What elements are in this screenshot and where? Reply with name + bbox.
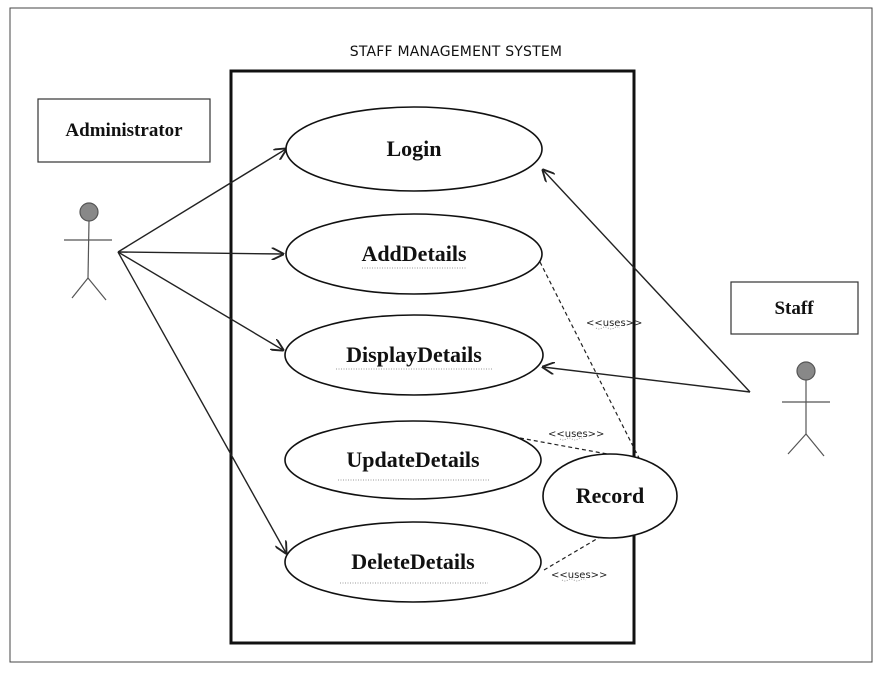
administrator-label-box: [37, 98, 211, 163]
staff-actor-icon: [782, 361, 830, 457]
use-case-record-label: Record: [576, 483, 644, 508]
admin-to-adddetails-arrow: [117, 252, 283, 254]
use-case-login-label: Login: [386, 136, 441, 161]
system-title: STAFF MANAGEMENT SYSTEM: [350, 44, 562, 60]
system-boundary: [229, 69, 636, 645]
use-case-login: Login: [285, 106, 543, 192]
administrator-label: Administrator: [65, 120, 183, 141]
use-case-update-details-label: UpdateDetails: [346, 447, 480, 472]
staff-label-box: [730, 281, 859, 335]
staff-to-login-arrow: [543, 170, 751, 393]
staff-label: Staff: [774, 298, 814, 319]
use-case-display-details: DisplayDetails: [284, 314, 544, 396]
use-case-update-details: UpdateDetails: [284, 420, 542, 500]
uses-label-delete: <<uses>>: [551, 570, 607, 581]
outer-frame: [9, 7, 873, 663]
uses-label-add: <<uses>>: [586, 318, 642, 329]
adddetails-record-dashed: [539, 261, 641, 461]
admin-to-displaydetails-arrow: [117, 251, 283, 350]
deletedetails-record-dashed: [543, 536, 601, 571]
use-case-display-details-label: DisplayDetails: [346, 342, 482, 367]
use-case-delete-details: DeleteDetails: [284, 521, 542, 603]
admin-to-deletedetails-arrow: [117, 251, 286, 553]
use-case-delete-details-label: DeleteDetails: [351, 549, 475, 574]
use-case-record: Record: [542, 453, 678, 539]
use-case-add-details: AddDetails: [285, 213, 543, 295]
admin-to-login-arrow: [117, 149, 286, 253]
use-case-add-details-label: AddDetails: [361, 241, 467, 266]
staff-to-displaydetails-arrow: [543, 367, 751, 393]
administrator-actor-icon: [64, 202, 112, 301]
uses-label-update: <<uses>>: [548, 429, 604, 440]
